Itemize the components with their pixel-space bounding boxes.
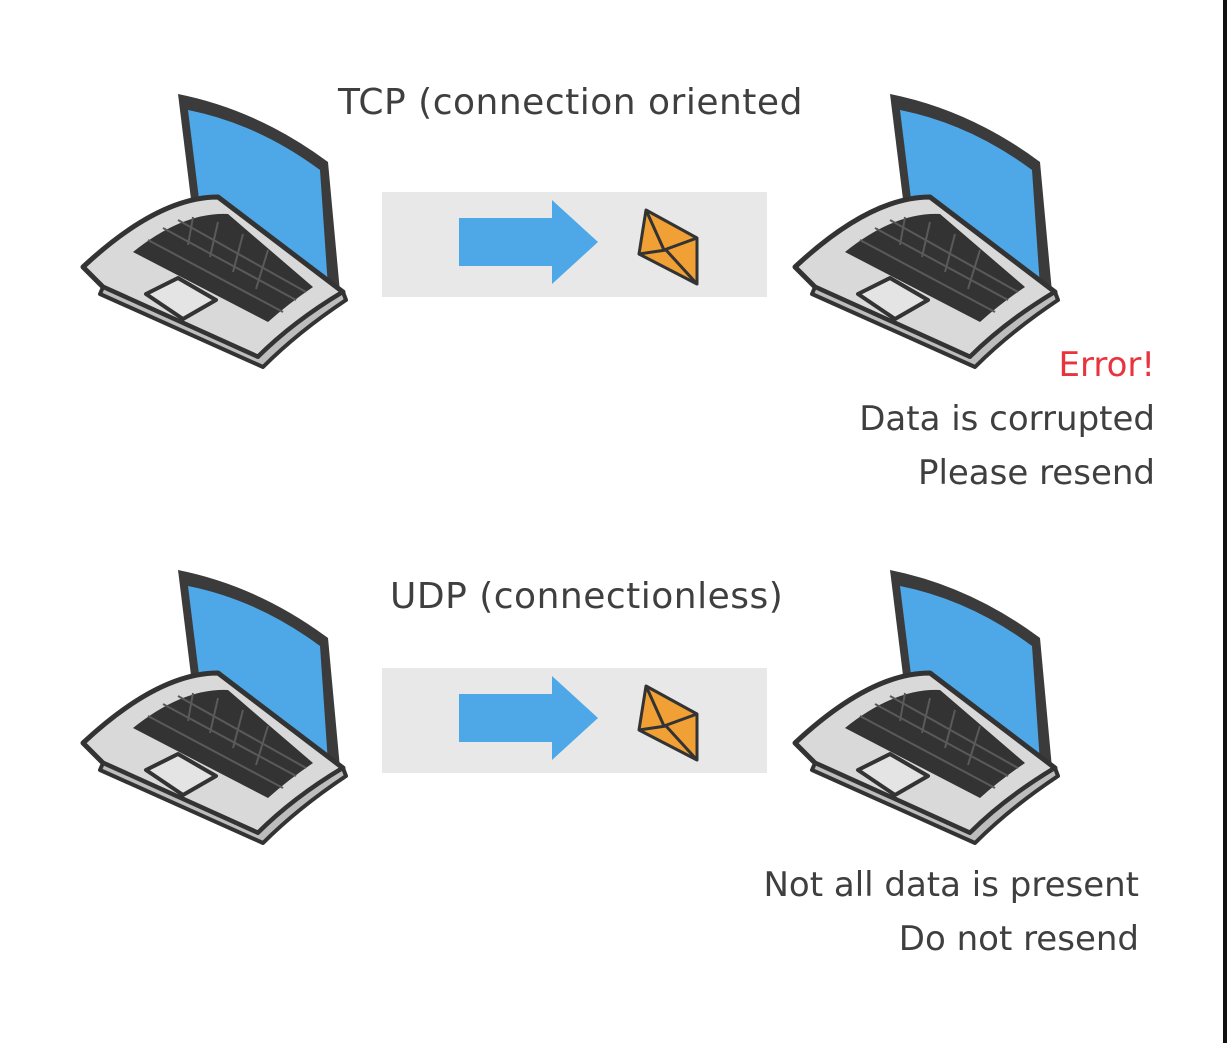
tcp-message: Error! Data is corrupted Please resend <box>859 338 1155 500</box>
tcp-error-label: Error! <box>1058 345 1155 385</box>
udp-receiver-laptop-icon <box>790 558 1070 848</box>
udp-sender-laptop-icon <box>78 558 358 848</box>
udp-title: UDP (connectionless) <box>390 576 784 617</box>
tcp-receiver-laptop-icon <box>790 82 1070 372</box>
tcp-channel <box>382 192 767 297</box>
udp-arrow-icon <box>459 676 598 760</box>
udp-message-line-2: Do not resend <box>898 919 1139 959</box>
tcp-sender-laptop-icon <box>78 82 358 372</box>
tcp-envelope-icon <box>637 208 699 286</box>
udp-envelope-icon <box>637 684 699 762</box>
tcp-arrow-icon <box>459 200 598 284</box>
right-border <box>1223 0 1227 1043</box>
udp-message: Not all data is present Do not resend <box>763 858 1139 966</box>
tcp-message-line-2: Please resend <box>917 453 1155 493</box>
tcp-title: TCP (connection oriented <box>338 82 803 123</box>
tcp-message-line-1: Data is corrupted <box>859 399 1155 439</box>
udp-channel <box>382 668 767 773</box>
udp-message-line-1: Not all data is present <box>763 865 1139 905</box>
